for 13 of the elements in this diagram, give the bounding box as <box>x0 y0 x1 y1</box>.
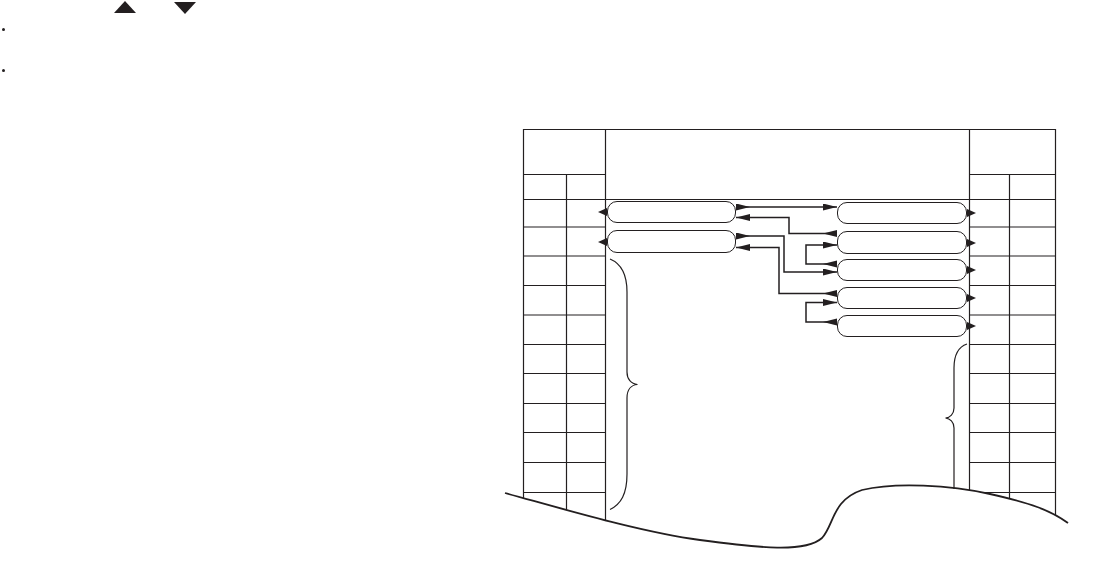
arrow <box>735 244 838 297</box>
arrow <box>735 214 838 237</box>
arrow <box>805 299 838 326</box>
rounded-process-box <box>837 287 967 309</box>
rounded-process-box <box>837 231 967 254</box>
rounded-process-box <box>607 230 736 253</box>
rounded-process-box <box>837 315 967 337</box>
rounded-process-box <box>607 201 736 223</box>
arrow <box>735 203 838 211</box>
rounded-process-box <box>837 259 967 281</box>
rounded-process-box <box>837 202 967 224</box>
arrow <box>735 232 838 276</box>
arrow <box>805 241 838 268</box>
